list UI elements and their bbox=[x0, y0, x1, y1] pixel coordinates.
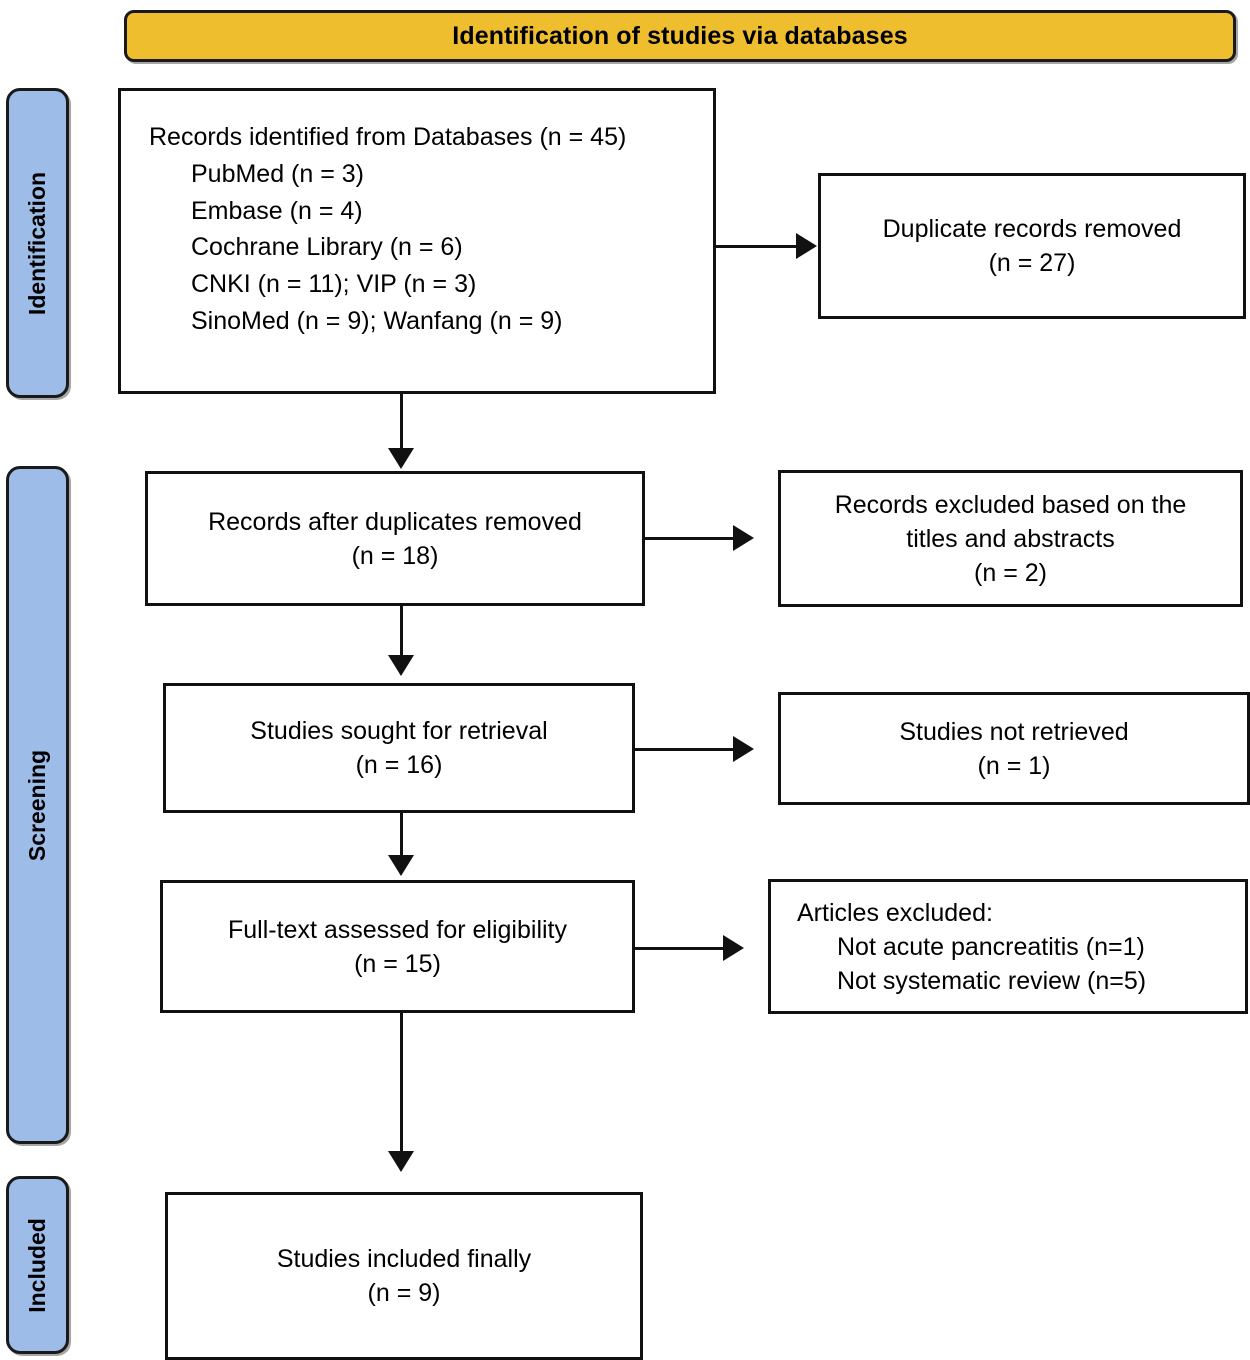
studies-included-count: (n = 9) bbox=[367, 1279, 441, 1307]
records-identified-total: Records identified from Databases (n = 4… bbox=[149, 123, 627, 151]
fulltext-assessed-count: (n = 15) bbox=[354, 949, 441, 978]
records-excluded-label-line2: titles and abstracts bbox=[906, 524, 1115, 553]
node-articles-excluded: Articles excluded: Not acute pancreatiti… bbox=[768, 879, 1248, 1014]
records-excluded-label-line1: Records excluded based on the bbox=[834, 490, 1187, 519]
records-excluded-count: (n = 2) bbox=[974, 558, 1047, 587]
studies-sought-label: Studies sought for retrieval bbox=[250, 717, 548, 745]
connector-identified-to-duplicates-arrow bbox=[796, 233, 817, 259]
duplicates-removed-count: (n = 27) bbox=[988, 249, 1076, 277]
phase-label-identification-text: Identification bbox=[24, 171, 50, 315]
studies-included-label: Studies included finally bbox=[276, 1245, 532, 1273]
studies-not-retrieved-label: Studies not retrieved bbox=[899, 717, 1129, 746]
connector-sought-to-not-retrieved-arrow bbox=[733, 736, 754, 762]
banner-title: Identification of studies via databases bbox=[452, 21, 908, 50]
connector-identified-to-after-duplicates-arrow bbox=[388, 448, 414, 469]
records-identified-sinomed-wanfang: SinoMed (n = 9); Wanfang (n = 9) bbox=[191, 306, 563, 335]
connector-after-duplicates-to-sought-line bbox=[400, 606, 403, 657]
records-after-duplicates-count: (n = 18) bbox=[351, 541, 439, 570]
articles-excluded-reason-1: Not acute pancreatitis (n=1) bbox=[837, 932, 1145, 961]
connector-fulltext-to-articles-excluded-line bbox=[635, 947, 723, 950]
connector-identified-to-duplicates-line bbox=[716, 245, 796, 248]
duplicates-removed-label: Duplicate records removed bbox=[882, 215, 1182, 243]
connector-sought-to-fulltext-line bbox=[400, 813, 403, 857]
node-fulltext-assessed: Full-text assessed for eligibility (n = … bbox=[160, 880, 635, 1013]
records-identified-cochrane: Cochrane Library (n = 6) bbox=[191, 233, 463, 262]
articles-excluded-reason-2: Not systematic review (n=5) bbox=[837, 966, 1147, 995]
connector-fulltext-to-included-arrow bbox=[388, 1151, 414, 1172]
node-records-after-duplicates: Records after duplicates removed (n = 18… bbox=[145, 471, 645, 606]
connector-after-duplicates-to-excluded-arrow bbox=[733, 525, 754, 551]
phase-label-identification: Identification bbox=[6, 88, 69, 398]
connector-after-duplicates-to-excluded-line bbox=[645, 537, 733, 540]
connector-identified-to-after-duplicates-line bbox=[400, 394, 403, 450]
connector-sought-to-not-retrieved-line bbox=[635, 748, 733, 751]
connector-fulltext-to-included-line bbox=[400, 1013, 403, 1153]
phase-label-screening-text: Screening bbox=[24, 749, 50, 861]
node-studies-included: Studies included finally (n = 9) bbox=[165, 1192, 643, 1360]
phase-label-screening: Screening bbox=[6, 466, 69, 1144]
records-identified-embase: Embase (n = 4) bbox=[191, 196, 363, 225]
connector-sought-to-fulltext-arrow bbox=[388, 855, 414, 876]
node-studies-not-retrieved: Studies not retrieved (n = 1) bbox=[778, 692, 1250, 805]
studies-sought-count: (n = 16) bbox=[355, 751, 443, 779]
studies-not-retrieved-count: (n = 1) bbox=[977, 751, 1051, 780]
fulltext-assessed-label: Full-text assessed for eligibility bbox=[227, 915, 567, 944]
phase-label-included-text: Included bbox=[24, 1217, 50, 1313]
identification-banner: Identification of studies via databases bbox=[124, 10, 1236, 62]
node-duplicates-removed: Duplicate records removed (n = 27) bbox=[818, 173, 1246, 319]
records-after-duplicates-label: Records after duplicates removed bbox=[208, 507, 582, 536]
node-records-excluded: Records excluded based on the titles and… bbox=[778, 470, 1243, 607]
records-identified-cnki-vip: CNKI (n = 11); VIP (n = 3) bbox=[191, 270, 477, 298]
connector-after-duplicates-to-sought-arrow bbox=[388, 655, 414, 676]
records-identified-pubmed: PubMed (n = 3) bbox=[191, 159, 365, 188]
connector-fulltext-to-articles-excluded-arrow bbox=[723, 935, 744, 961]
node-studies-sought: Studies sought for retrieval (n = 16) bbox=[163, 683, 635, 813]
node-records-identified: Records identified from Databases (n = 4… bbox=[118, 88, 716, 394]
articles-excluded-header: Articles excluded: bbox=[797, 898, 993, 927]
phase-label-included: Included bbox=[6, 1176, 69, 1354]
